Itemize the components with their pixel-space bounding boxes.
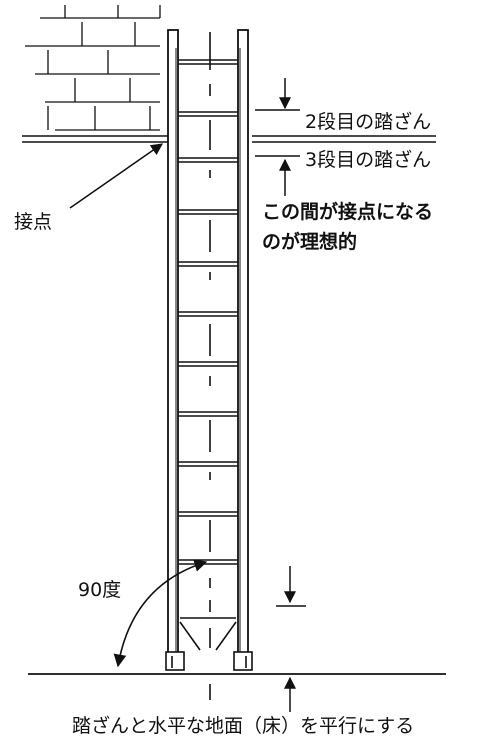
label-contact-ideal-line1: この間が接点になる bbox=[262, 200, 433, 223]
label-contact-ideal-line2: のが理想的 bbox=[262, 230, 357, 253]
brick-wall bbox=[25, 5, 161, 131]
label-rung-3: 3段目の踏ざん bbox=[305, 148, 431, 171]
label-contact: 接点 bbox=[14, 211, 52, 233]
rung-gap-arrows bbox=[255, 78, 300, 196]
ground-parallel-arrows bbox=[276, 566, 306, 712]
ladder-rungs bbox=[178, 59, 238, 565]
label-angle: 90度 bbox=[78, 579, 121, 601]
ladder bbox=[167, 29, 249, 665]
wall-top-edge bbox=[22, 135, 436, 143]
label-bottom-caption: 踏ざんと水平な地面（床）を平行にする bbox=[72, 714, 414, 737]
contact-pointer-arrow bbox=[69, 143, 163, 209]
label-rung-2: 2段目の踏ざん bbox=[305, 110, 431, 133]
right-angle-arc bbox=[113, 559, 208, 668]
